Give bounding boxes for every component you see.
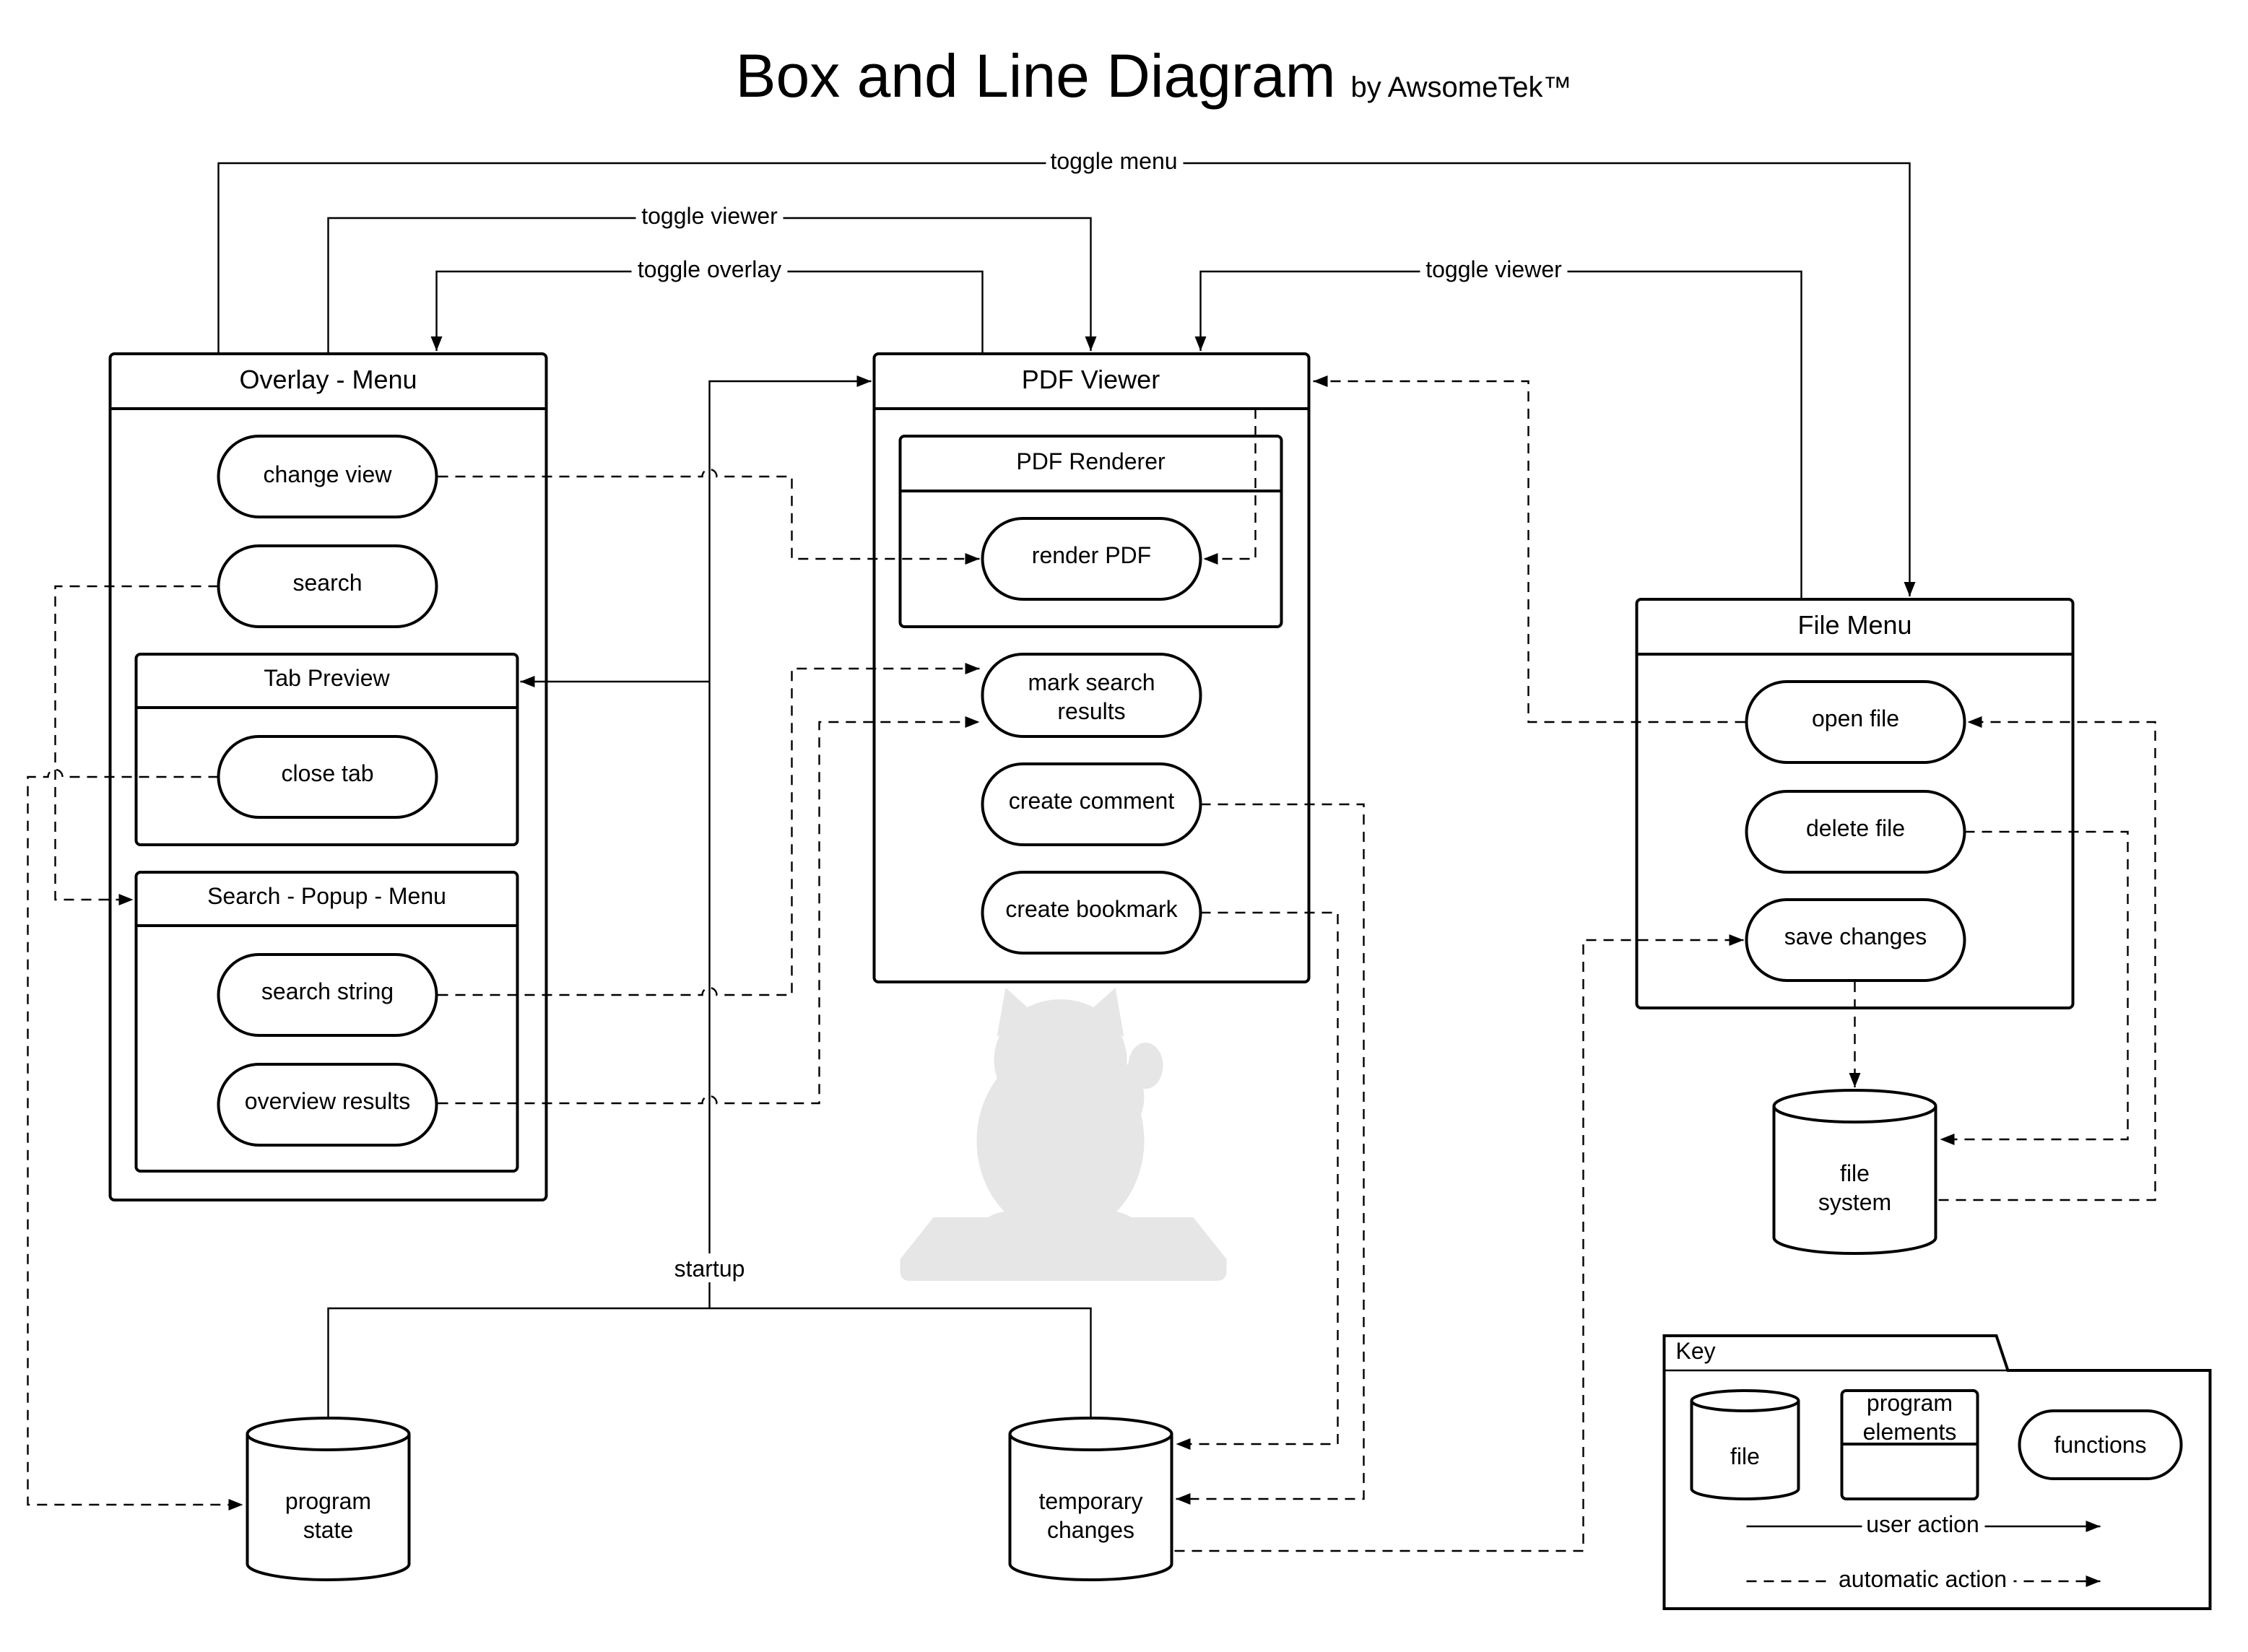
connector-delete-file-to-file-system: [1940, 830, 2129, 1145]
file-system-store: file system: [1772, 1089, 1937, 1255]
overview-results-function: overview results: [217, 1063, 438, 1147]
legend: Key file program elements functions user…: [1662, 1334, 2212, 1610]
connector-file-system-to-open-file: [1938, 716, 2156, 1201]
legend-functions-symbol: functions: [2018, 1409, 2183, 1480]
pdf-viewer-container: PDF Viewer: [872, 352, 1311, 983]
create-bookmark-function: create bookmark: [981, 871, 1202, 955]
pdf-renderer-container: PDF Renderer: [898, 435, 1283, 628]
delete-file-function: delete file: [1745, 790, 1966, 874]
connector-comment-to-temp: [1176, 803, 1365, 1505]
search-label: search: [292, 570, 362, 596]
search-function: search: [217, 544, 438, 628]
pdf-viewer-title: PDF Viewer: [1022, 365, 1160, 394]
connector-temp-to-save: [1174, 934, 1744, 1552]
legend-file-label: file: [1730, 1443, 1760, 1469]
legend-functions-label: functions: [2054, 1432, 2146, 1458]
file-menu-container: File Menu: [1635, 598, 2075, 1009]
temporary-changes-store: temporary changes: [1008, 1417, 1173, 1581]
search-string-label: search string: [261, 978, 394, 1004]
legend-automatic-action-label: automatic action: [1839, 1566, 2007, 1592]
legend-program-elements-line2: elements: [1863, 1419, 1957, 1445]
overview-results-label: overview results: [245, 1088, 410, 1114]
connector-toggle-viewer-right: [1194, 270, 1802, 599]
mark-search-results-label-line2: results: [1057, 698, 1125, 724]
program-state-label-line1: program: [285, 1488, 371, 1514]
connector-startup-stores: [327, 1307, 1092, 1420]
change-view-function: change view: [217, 435, 438, 518]
automatic-action-connectors: [27, 375, 2156, 1552]
connector-open-file-to-viewer: [1313, 375, 1745, 723]
label-toggle-viewer-right: toggle viewer: [1425, 256, 1562, 282]
legend-title: Key: [1676, 1338, 1716, 1364]
connector-change-view-to-render: [438, 468, 980, 565]
render-pdf-label: render PDF: [1032, 542, 1151, 568]
open-file-label: open file: [1812, 705, 1899, 731]
label-toggle-menu: toggle menu: [1050, 148, 1177, 174]
diagram-byline: by AwsomeTek™: [1351, 71, 1572, 103]
connector-startup-to-viewer: [708, 375, 872, 1308]
tab-preview-container: Tab Preview: [134, 653, 519, 846]
label-toggle-overlay: toggle overlay: [638, 256, 781, 282]
connector-search-string-to-mark: [438, 663, 980, 996]
file-menu-title: File Menu: [1797, 610, 1911, 640]
connector-viewer-to-render: [1203, 409, 1257, 565]
render-pdf-function: render PDF: [981, 517, 1202, 601]
label-startup: startup: [674, 1256, 745, 1282]
connector-close-tab-to-program-state: [27, 768, 243, 1510]
tab-preview-title: Tab Preview: [264, 665, 390, 691]
legend-file-symbol: file: [1690, 1389, 1800, 1500]
open-file-function: open file: [1745, 680, 1966, 764]
temporary-changes-label-line2: changes: [1047, 1517, 1134, 1543]
lucky-cat-figurine: [900, 988, 1227, 1281]
overlay-menu-container: Overlay - Menu: [108, 352, 548, 1201]
edge-labels: toggle menu toggle viewer toggle overlay…: [631, 146, 1568, 1282]
create-comment-function: create comment: [981, 762, 1202, 846]
file-system-label-line1: file: [1840, 1160, 1870, 1186]
overlay-menu-title: Overlay - Menu: [239, 365, 417, 394]
close-tab-label: close tab: [281, 760, 373, 786]
create-bookmark-label: create bookmark: [1005, 896, 1178, 922]
mark-search-results-function: mark search results: [981, 653, 1202, 738]
connector-toggle-overlay: [430, 270, 984, 354]
create-comment-label: create comment: [1009, 788, 1175, 814]
diagram-title: Box and Line Diagram: [736, 42, 1336, 110]
label-toggle-viewer-left: toggle viewer: [641, 203, 778, 229]
program-state-label-line2: state: [303, 1517, 353, 1543]
legend-user-action-label: user action: [1866, 1511, 1979, 1537]
connector-toggle-viewer-left: [327, 217, 1097, 354]
file-system-label-line2: system: [1818, 1189, 1891, 1215]
temporary-changes-label-line1: temporary: [1038, 1488, 1142, 1514]
connector-overview-to-mark: [438, 716, 980, 1105]
connector-bookmark-to-temp: [1176, 911, 1339, 1450]
pdf-renderer-title: PDF Renderer: [1016, 448, 1166, 474]
change-view-label: change view: [264, 461, 393, 487]
save-changes-function: save changes: [1745, 898, 1966, 982]
search-popup-menu-title: Search - Popup - Menu: [207, 883, 446, 909]
search-popup-menu-container: Search - Popup - Menu: [134, 871, 519, 1173]
close-tab-function: close tab: [217, 735, 438, 819]
mark-search-results-label-line1: mark search: [1028, 669, 1155, 695]
search-string-function: search string: [217, 953, 438, 1037]
program-state-store: program state: [246, 1417, 411, 1581]
legend-program-elements-symbol: program elements: [1840, 1389, 1979, 1500]
save-changes-label: save changes: [1784, 923, 1927, 949]
legend-program-elements-line1: program: [1867, 1390, 1953, 1416]
delete-file-label: delete file: [1806, 815, 1905, 841]
connector-search-to-popup: [54, 585, 219, 905]
